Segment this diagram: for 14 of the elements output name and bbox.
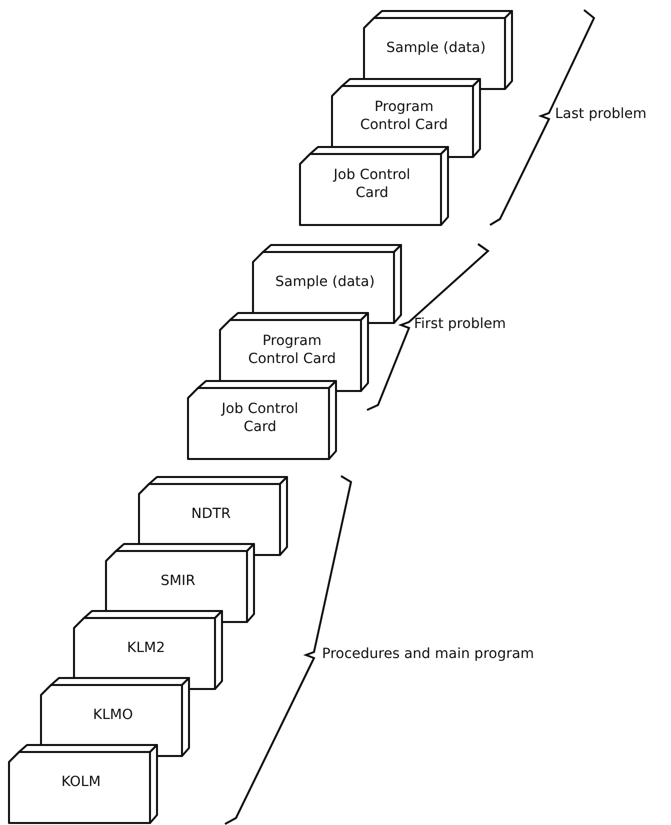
group-label: First problem	[414, 316, 506, 332]
card-label: KLMO	[92, 706, 134, 724]
card-label: SMIR	[160, 572, 196, 590]
group-label: Procedures and main program	[322, 646, 534, 662]
card-label: Sample (data)	[275, 272, 375, 292]
card-label: KOLM	[61, 772, 101, 792]
card-label: Program Control Card	[247, 332, 337, 368]
card-label: NDTR	[191, 504, 231, 524]
card-label: Job Control Card	[220, 400, 300, 436]
card-label: Sample (data)	[386, 38, 486, 58]
card-label: KLM2	[127, 638, 165, 658]
card-label: Job Control Card	[332, 166, 412, 202]
card-label: Program Control Card	[359, 98, 449, 134]
group-label: Last problem	[555, 106, 647, 122]
